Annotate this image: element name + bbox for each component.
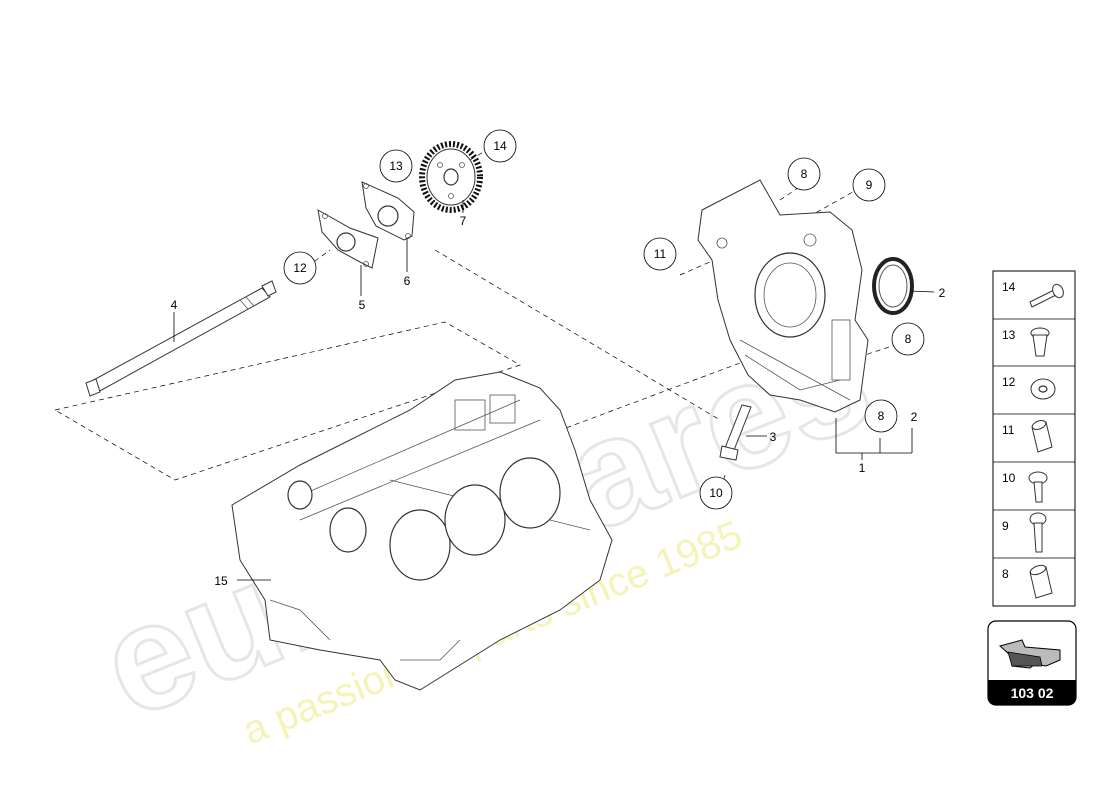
shaft-part [85,280,277,397]
dowel-sleeve-icon [1029,564,1053,599]
screw-torx-countersunk-icon [1030,327,1050,357]
svg-text:10: 10 [709,486,723,500]
view-direction-arrow-icon [998,639,1061,669]
gear-part [419,141,483,213]
svg-text:12: 12 [293,261,307,275]
legend-number-12: 12 [1002,375,1016,389]
legend-number-8: 8 [1002,567,1009,581]
callout-4[interactable]: 4 [171,298,178,312]
callout-11[interactable]: 11 [643,237,677,271]
callout-8-mid[interactable]: 8 [891,322,925,356]
leader-lines [173,200,935,581]
svg-text:11: 11 [654,247,667,261]
callout-1[interactable]: 1 [859,461,866,475]
callout-labels: 4 5 6 7 2 2 3 1 15 [171,214,946,588]
callout-10[interactable]: 10 [699,476,733,510]
seal-ring-part [872,257,914,315]
gasket-part [317,209,379,269]
legend-number-10: 10 [1002,471,1016,485]
bolt-torx-long-icon [1029,512,1047,553]
callout-2[interactable]: 2 [939,286,946,300]
stud-part [719,404,752,461]
screw-torx-pan-icon [1028,471,1048,503]
svg-text:8: 8 [905,332,912,346]
callout-8-top[interactable]: 8 [787,157,821,191]
callout-12[interactable]: 12 [283,251,317,285]
svg-text:14: 14 [493,139,507,153]
timing-cover-part [697,179,869,413]
callout-6[interactable]: 6 [404,274,411,288]
callout-9[interactable]: 9 [852,168,886,202]
svg-text:9: 9 [866,178,873,192]
legend-number-13: 13 [1002,328,1016,342]
callout-7[interactable]: 7 [460,214,467,228]
callout-15[interactable]: 15 [214,574,228,588]
callout-14[interactable]: 14 [483,129,517,163]
engine-block-part [231,371,613,691]
legend-number-9: 9 [1002,519,1009,533]
washer-icon [1030,378,1056,400]
legend-number-14: 14 [1002,280,1016,294]
svg-text:8: 8 [801,167,808,181]
callout-2-bracket[interactable]: 2 [911,410,918,424]
callout-circles: 14 13 12 8 9 11 8 8 10 [283,129,925,510]
plate-part [361,181,415,241]
page-code: 103 02 [1011,685,1054,701]
callout-5[interactable]: 5 [359,298,366,312]
callout-8-bracket[interactable]: 8 [864,399,898,433]
page-badge: 103 02 [987,620,1077,706]
sleeve-icon [1031,420,1053,453]
legend-number-11: 11 [1002,423,1015,437]
callout-13[interactable]: 13 [379,149,413,183]
fastener-legend: 14 13 12 11 10 9 [992,270,1076,607]
svg-text:13: 13 [389,159,403,173]
bolt-flanged-icon [1029,283,1064,308]
callout-3[interactable]: 3 [770,430,777,444]
svg-text:8: 8 [878,409,885,423]
